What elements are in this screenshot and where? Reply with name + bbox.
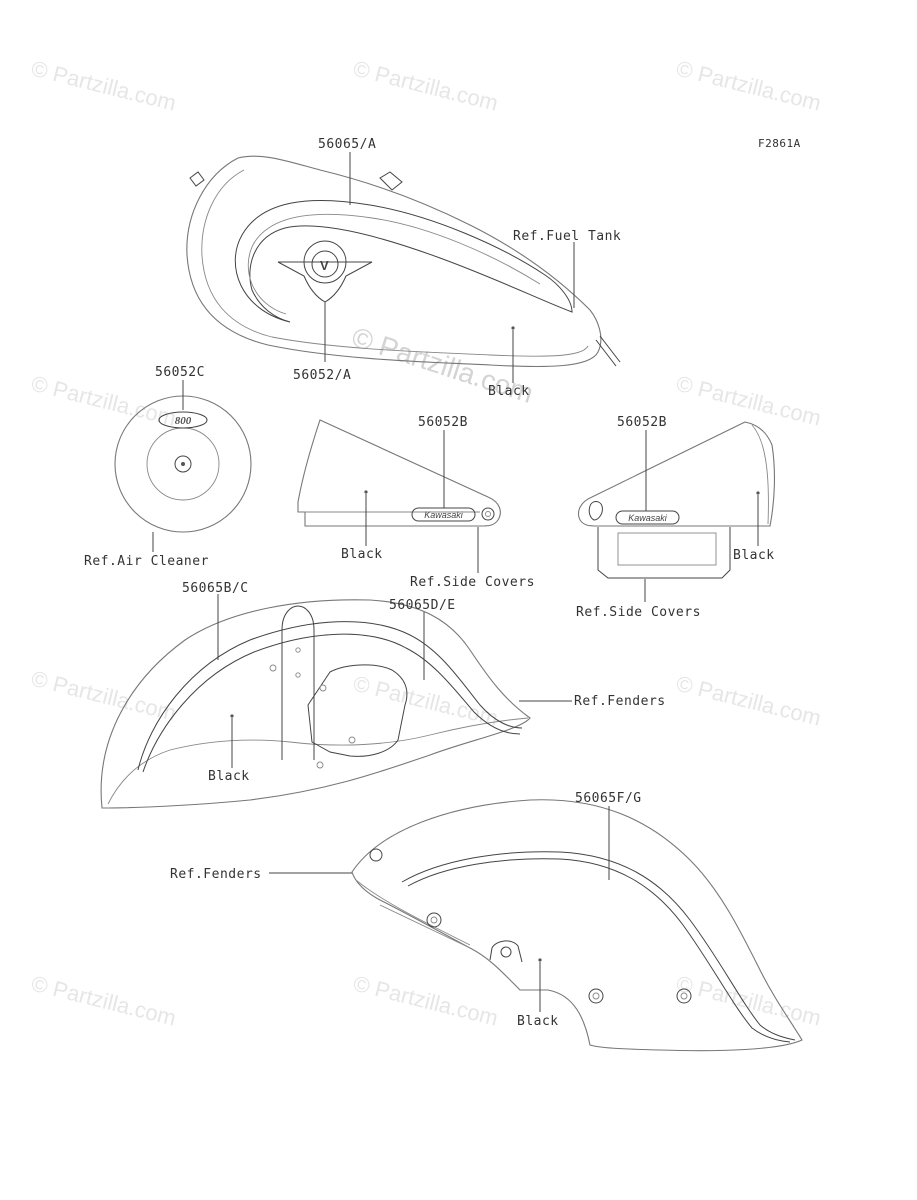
front-fender-bracket bbox=[281, 605, 315, 760]
watermark: © Partzilla.com bbox=[351, 671, 501, 731]
ref-air-cleaner-label[interactable]: Ref.Air Cleaner bbox=[84, 554, 209, 569]
watermark: © Partzilla.com bbox=[29, 971, 179, 1031]
left-side-cover-drawing[interactable]: Kawasaki bbox=[297, 419, 501, 527]
left-side-cover-outline bbox=[297, 419, 501, 527]
front-fender-inner-edge bbox=[107, 717, 529, 805]
part-label-56052b-right[interactable]: 56052B bbox=[617, 415, 667, 430]
watermark: © Partzilla.com bbox=[351, 971, 501, 1031]
ref-fenders-label-front[interactable]: Ref.Fenders bbox=[574, 694, 666, 709]
svg-text:V: V bbox=[320, 258, 329, 273]
right-side-cover-drawing[interactable]: Kawasaki bbox=[577, 421, 776, 579]
right-side-cover-recess bbox=[617, 532, 717, 566]
kawasaki-decal-text: Kawasaki bbox=[424, 510, 464, 520]
kawasaki-decal-right bbox=[615, 510, 680, 525]
rear-fender-outline bbox=[351, 799, 803, 1052]
rear-fender-bracket bbox=[489, 940, 523, 963]
watermark: © Partzilla.com bbox=[29, 666, 179, 726]
part-label-56052b-left[interactable]: 56052B bbox=[418, 415, 468, 430]
part-label-56065d-e[interactable]: 56065D/E bbox=[389, 598, 456, 613]
part-label-56065f-g[interactable]: 56065F/G bbox=[575, 791, 642, 806]
rear-fender-lower-edge bbox=[355, 879, 471, 946]
ref-side-covers-label-left[interactable]: Ref.Side Covers bbox=[410, 575, 535, 590]
kawasaki-decal-text: Kawasaki bbox=[628, 513, 668, 523]
rear-fender-color-marker bbox=[538, 958, 542, 962]
watermark-layer: © Partzilla.com © Partzilla.com © Partzi… bbox=[29, 56, 824, 1031]
fuel-tank-emblem: V bbox=[277, 240, 373, 303]
rear-fender-stripe-outer bbox=[401, 851, 796, 1041]
fuel-tank-filler-neck bbox=[379, 171, 403, 191]
rear-fender-bolt bbox=[588, 988, 604, 1004]
rear-fender-hole bbox=[369, 848, 383, 862]
right-side-cover-color-marker bbox=[756, 491, 760, 495]
ref-fenders-label-rear[interactable]: Ref.Fenders bbox=[170, 867, 262, 882]
front-fender-plate bbox=[307, 664, 408, 757]
watermark: © Partzilla.com bbox=[351, 56, 501, 116]
front-fender-stripe-inner bbox=[142, 633, 521, 773]
part-label-56052c[interactable]: 56052C bbox=[155, 365, 205, 380]
front-fender-color-label[interactable]: Black bbox=[208, 769, 250, 784]
part-label-56065-a[interactable]: 56065/A bbox=[318, 137, 376, 152]
right-side-cover-color-label[interactable]: Black bbox=[733, 548, 775, 563]
right-side-cover-slot bbox=[588, 501, 603, 521]
front-fender-drawing[interactable] bbox=[100, 599, 531, 809]
fuel-tank-stripe-inner bbox=[247, 214, 541, 315]
fuel-tank-stripe bbox=[234, 199, 573, 323]
left-side-cover-color-label[interactable]: Black bbox=[341, 547, 383, 562]
air-cleaner-logo-decal bbox=[158, 411, 208, 429]
fuel-tank-tube-edge bbox=[599, 335, 621, 363]
watermark: © Partzilla.com bbox=[674, 56, 824, 116]
front-fender-color-marker bbox=[230, 714, 234, 718]
watermark: © Partzilla.com bbox=[674, 671, 824, 731]
air-cleaner-logo-text: 800 bbox=[175, 415, 192, 427]
front-fender-stripe-outer bbox=[137, 621, 523, 771]
fuel-tank-inner-edge bbox=[201, 169, 589, 357]
front-fender-outline bbox=[100, 599, 531, 809]
fuel-tank-color-marker bbox=[511, 326, 515, 330]
fuel-tank-drawing[interactable]: V bbox=[186, 155, 621, 368]
rear-fender-bolt bbox=[676, 988, 692, 1004]
rear-fender-color-label[interactable]: Black bbox=[517, 1014, 559, 1029]
part-label-56065b-c[interactable]: 56065B/C bbox=[182, 581, 249, 596]
fuel-cap-tab bbox=[189, 171, 205, 187]
fuel-tank-tube bbox=[595, 339, 617, 367]
left-side-cover-color-marker bbox=[364, 490, 368, 494]
figure-id: F2861A bbox=[758, 137, 801, 150]
fuel-tank-outline bbox=[186, 155, 602, 368]
fuel-tank-color-label[interactable]: Black bbox=[488, 384, 530, 399]
rear-fender-bolt bbox=[426, 912, 442, 928]
left-side-cover-grommet bbox=[481, 507, 495, 521]
part-label-56052-a[interactable]: 56052/A bbox=[293, 368, 351, 383]
air-cleaner-bolt bbox=[174, 455, 192, 473]
right-side-cover-bracket bbox=[597, 527, 731, 579]
ref-side-covers-label-right[interactable]: Ref.Side Covers bbox=[576, 605, 701, 620]
right-side-cover-edge bbox=[751, 424, 769, 525]
ref-fuel-tank-label[interactable]: Ref.Fuel Tank bbox=[513, 229, 621, 244]
watermark: © Partzilla.com bbox=[674, 371, 824, 431]
watermark: © Partzilla.com bbox=[29, 56, 179, 116]
rear-fender-drawing[interactable] bbox=[351, 799, 803, 1052]
rear-fender-stripe-inner bbox=[407, 858, 791, 1043]
right-side-cover-outline bbox=[577, 421, 776, 527]
watermark: © Partzilla.com bbox=[674, 971, 824, 1031]
